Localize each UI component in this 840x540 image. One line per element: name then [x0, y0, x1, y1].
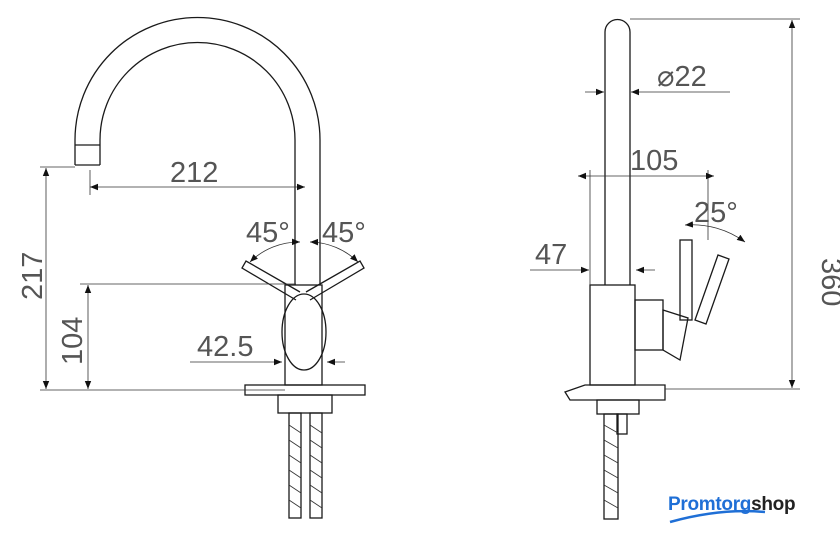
logo-part2: shop	[751, 494, 796, 515]
angle-arc-25	[684, 221, 746, 243]
dim-217: 217	[17, 252, 49, 300]
logo-part1: Promtorg	[668, 494, 752, 515]
handle-joint	[662, 309, 689, 362]
handle-ball	[281, 293, 327, 371]
hose-braid-side	[603, 424, 619, 509]
dim-42-5: 42.5	[197, 331, 253, 363]
body-side	[589, 284, 636, 386]
dim-212: 212	[170, 157, 218, 189]
spout-pipe	[604, 18, 631, 285]
dim-104: 104	[57, 317, 89, 365]
hose-braid	[288, 424, 323, 509]
lever-right	[305, 260, 365, 301]
hose-side	[603, 413, 619, 520]
lever-tilted	[694, 254, 730, 325]
mount-nut	[277, 394, 333, 414]
lever-upright	[679, 239, 693, 321]
base-plate-side	[564, 384, 666, 401]
mount-nut-side	[596, 399, 640, 415]
hose-right	[309, 412, 323, 519]
hose-left	[288, 412, 302, 519]
promtorgshop-logo: Promtorgshop	[668, 494, 796, 516]
dim-360: 360	[815, 258, 840, 306]
angle-arc-right	[309, 238, 359, 263]
lever-left	[241, 260, 301, 301]
logo-swoosh	[669, 509, 766, 524]
spout-outline	[74, 16, 321, 285]
angle-45-right: 45°	[322, 217, 366, 249]
dim-diameter-22: ⌀22	[657, 61, 707, 93]
angle-45-left: 45°	[246, 217, 290, 249]
angle-25: 25°	[694, 197, 738, 229]
dim-47: 47	[535, 239, 567, 271]
handle-mount	[634, 299, 664, 351]
angle-arc-left	[249, 238, 301, 263]
side-view: 360 ⌀22 105 47 25°	[530, 18, 840, 520]
dim-105: 105	[630, 145, 678, 177]
front-view: 212 217 104 42.5 45° 45°	[17, 16, 366, 519]
stud	[616, 413, 628, 435]
